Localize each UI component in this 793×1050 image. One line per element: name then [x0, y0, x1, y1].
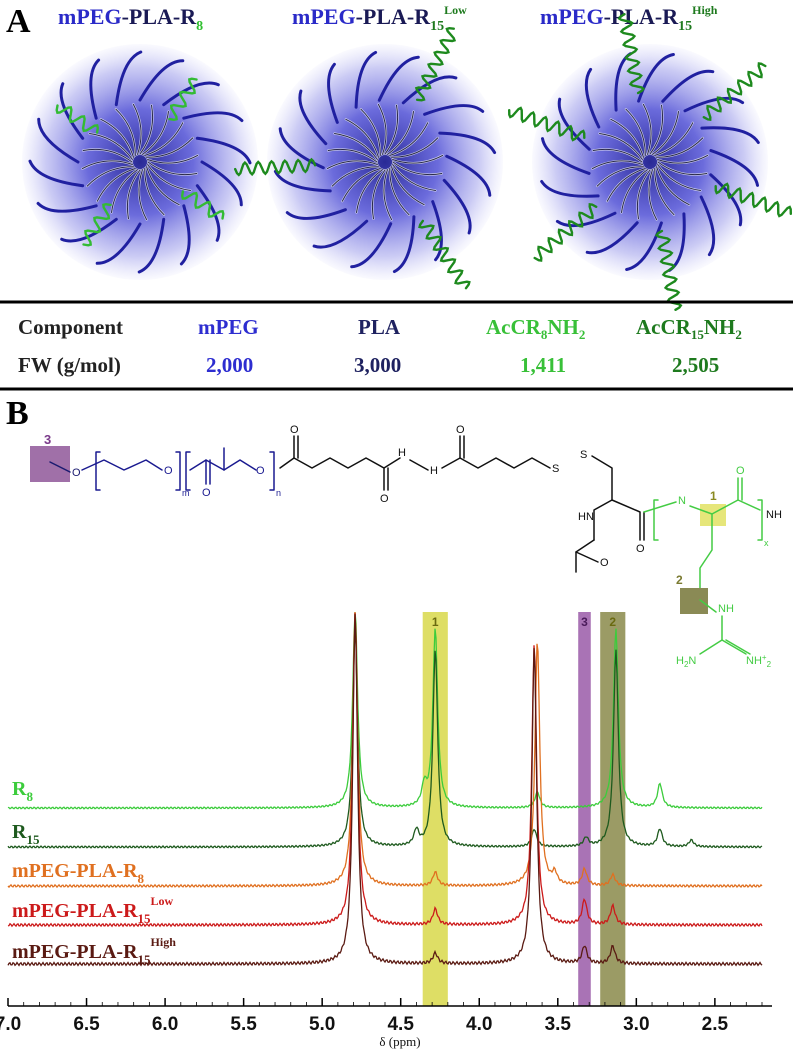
svg-text:x: x: [764, 538, 769, 548]
svg-text:O: O: [256, 465, 265, 477]
table-val-mpeg: 2,000: [206, 353, 253, 377]
peptide-helix: [617, 13, 646, 95]
x-tick-label: 3.0: [623, 1014, 649, 1035]
svg-text:H2N: H2N: [676, 655, 696, 669]
peptide-helix: [168, 77, 198, 122]
band-1: [422, 612, 448, 1006]
series-label-5: mPEG-PLA-R15High: [12, 935, 176, 967]
band-3: [578, 612, 591, 1006]
peptide-helix: [418, 219, 471, 290]
series-label-3: mPEG-PLA-R8: [12, 860, 145, 886]
chemical-structure: 3 O O m O O n O O H H O S S: [30, 424, 782, 669]
x-tick-label: 6.5: [73, 1014, 100, 1035]
svg-text:N: N: [678, 495, 686, 507]
svg-text:mPEG-PLA-R8: mPEG-PLA-R8: [58, 4, 203, 34]
proton-2-highlight: [680, 588, 708, 614]
svg-text:mPEG-PLA-R15Low: mPEG-PLA-R15Low: [292, 3, 467, 34]
svg-text:O: O: [456, 424, 465, 436]
table-val-r8: 1,411: [520, 353, 566, 377]
x-tick-label: 3.5: [545, 1014, 572, 1035]
trace-series-2: [7, 626, 763, 849]
svg-text:O: O: [290, 424, 299, 436]
micelle-2: [234, 26, 503, 290]
band-label-1: 1: [432, 615, 439, 629]
svg-text:HN: HN: [578, 511, 594, 523]
svg-text:O: O: [636, 543, 645, 555]
component-table: Component FW (g/mol) mPEG 2,000 PLA 3,00…: [18, 315, 742, 377]
x-tick-label: 4.5: [387, 1014, 414, 1035]
svg-text:O: O: [600, 557, 609, 569]
peptide-helix: [234, 157, 317, 177]
svg-text:H: H: [398, 447, 406, 459]
svg-text:O: O: [72, 467, 81, 479]
x-tick-label: 6.0: [152, 1014, 178, 1035]
svg-text:2: 2: [676, 573, 683, 587]
series-label-4: mPEG-PLA-R15Low: [12, 894, 174, 926]
svg-text:O: O: [736, 465, 745, 477]
proton-3-label: 3: [44, 432, 51, 447]
table-val-pla: 3,000: [354, 353, 401, 377]
table-row-label-component: Component: [18, 315, 123, 339]
peptide-helix: [82, 202, 112, 247]
trace-series-4: [7, 612, 763, 928]
svg-text:O: O: [380, 493, 389, 505]
micelle-1: [22, 44, 258, 280]
svg-text:O: O: [202, 487, 211, 499]
table-col-r15: AcCR15NH2: [636, 315, 742, 342]
series-label-2: R15: [12, 821, 40, 847]
svg-text:1: 1: [710, 489, 717, 503]
panel-b-label: B: [6, 395, 29, 432]
micelle-3: [508, 13, 792, 311]
band-label-2: 2: [609, 615, 616, 629]
series-label-1: R8: [12, 778, 33, 804]
table-row-label-fw: FW (g/mol): [18, 353, 121, 377]
peptide-helix: [533, 202, 598, 262]
micelle-title-2: mPEG-PLA-R15Low: [292, 3, 467, 34]
peptide-helix: [414, 26, 457, 102]
svg-text:NH: NH: [766, 509, 782, 521]
trace-series-3: [7, 611, 763, 889]
table-col-mpeg: mPEG: [198, 315, 259, 339]
peptide-helix: [55, 104, 100, 134]
peptide-helix: [702, 62, 767, 122]
x-axis-title: δ (ppm): [379, 1034, 420, 1049]
svg-text:n: n: [276, 488, 281, 498]
table-col-r8: AcCR8NH2: [486, 315, 585, 342]
svg-text:NH: NH: [718, 603, 734, 615]
x-tick-label: 5.5: [230, 1014, 257, 1035]
trace-series-5: [7, 614, 763, 967]
x-tick-label: 7.0: [0, 1014, 21, 1035]
x-tick-label: 5.0: [309, 1014, 335, 1035]
peptide-helix: [714, 182, 792, 218]
svg-text:NH+2: NH+2: [746, 653, 772, 669]
svg-text:H: H: [430, 465, 438, 477]
peptide-helix: [654, 229, 683, 311]
table-val-r15: 2,505: [672, 353, 719, 377]
band-2: [600, 612, 626, 1006]
table-col-pla: PLA: [358, 315, 401, 339]
proton-1-highlight: [700, 504, 726, 526]
svg-text:m: m: [182, 488, 190, 498]
svg-text:S: S: [552, 463, 559, 475]
peptide-helix: [508, 106, 586, 142]
peptide-helix: [180, 190, 225, 220]
micelle-title-3: mPEG-PLA-R15High: [540, 3, 718, 34]
band-label-3: 3: [581, 615, 588, 629]
proton-3-highlight: [30, 446, 70, 482]
x-tick-label: 4.0: [466, 1014, 492, 1035]
svg-text:O: O: [164, 465, 173, 477]
micelle-title-1: mPEG-PLA-R8: [58, 4, 203, 34]
svg-text:mPEG-PLA-R15High: mPEG-PLA-R15High: [540, 3, 718, 34]
svg-text:S: S: [580, 449, 587, 461]
panel-a-label: A: [6, 3, 31, 40]
trace-series-1: [7, 611, 763, 810]
micelle-illustrations: [22, 13, 792, 311]
x-tick-label: 2.5: [702, 1014, 729, 1035]
